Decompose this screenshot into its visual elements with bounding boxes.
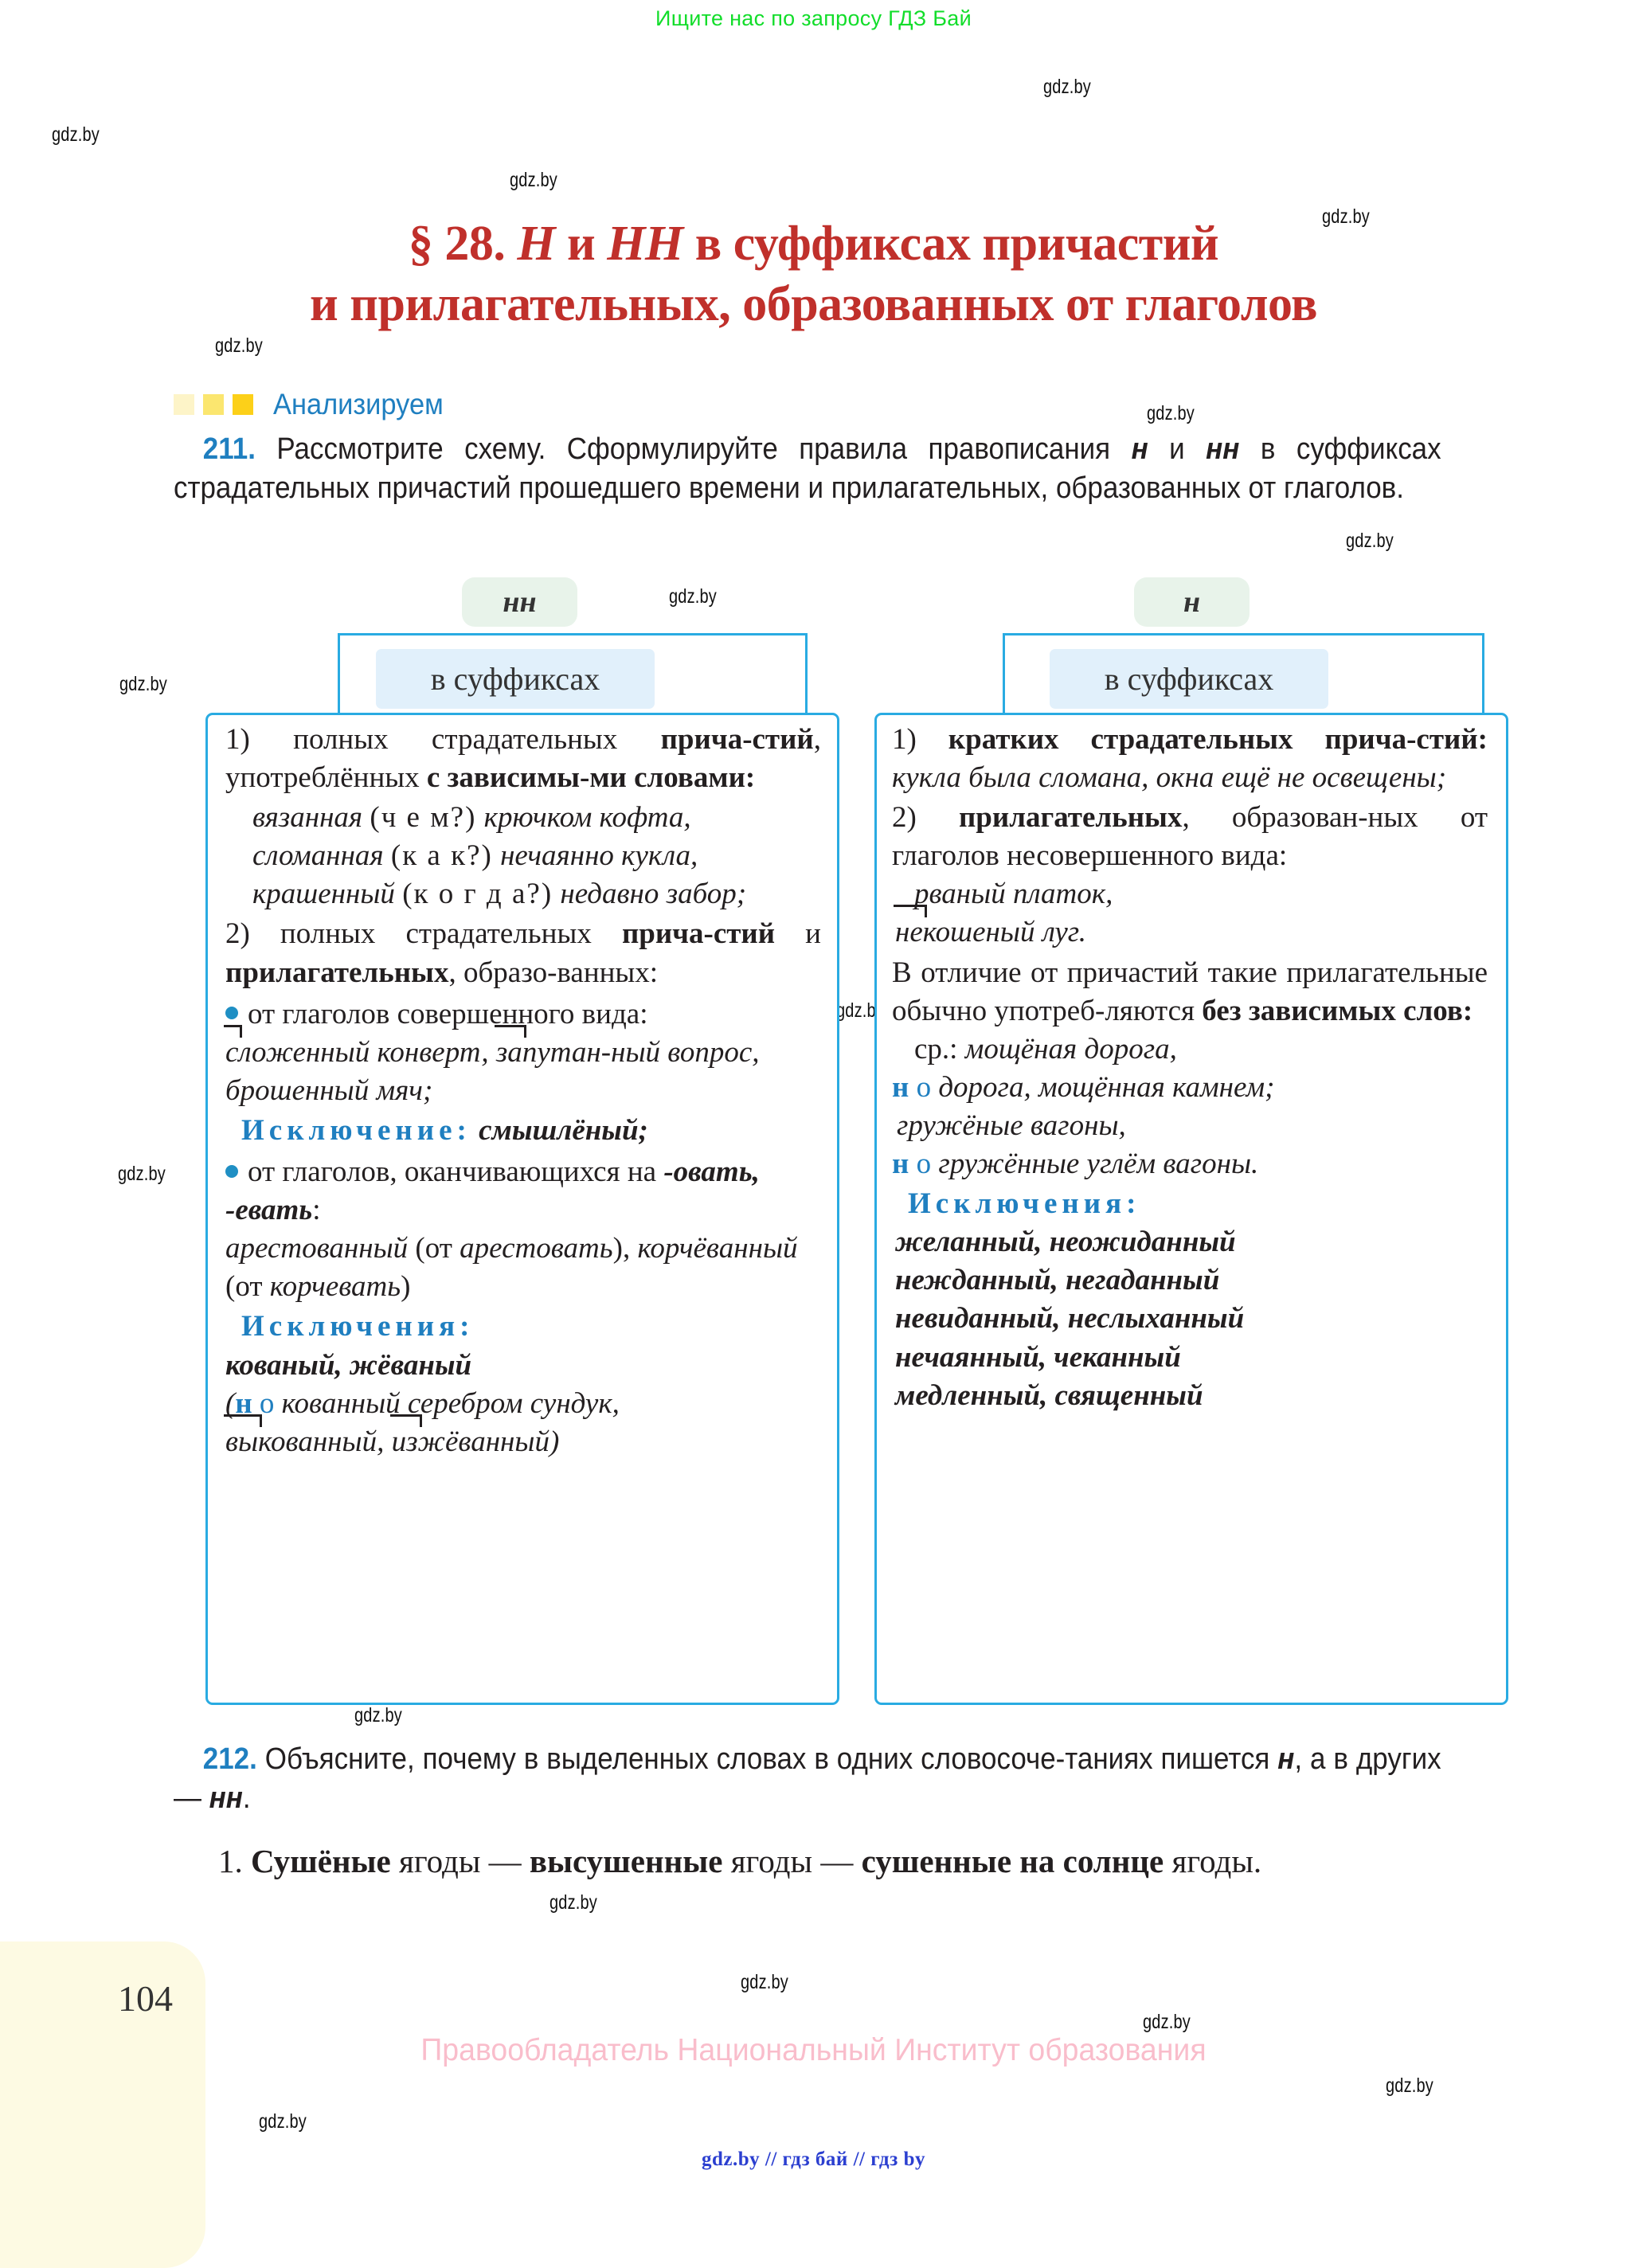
search-prompt-banner: Ищите нас по запросу ГДЗ Бай [655, 6, 972, 30]
n-exception-label: Исключения: [908, 1187, 1141, 1221]
n-item-2: 2) прилагательных, образован-ных от глаг… [892, 801, 1488, 873]
prefix-marker-za: за [494, 1024, 526, 1072]
scheme-right-suffix-label: в суффиксах [1050, 649, 1328, 709]
nn-exception-1: Исключение: смышлёный; [241, 1113, 648, 1147]
n-example-1: рваный платок, [914, 878, 1113, 911]
scheme-right-arm-left [1003, 633, 1005, 719]
n-note: В отличие от причастий такие прилагатель… [892, 956, 1488, 1027]
watermark-21: gdz.by [1143, 2011, 1191, 2033]
watermark-0: gdz.by [1043, 76, 1091, 98]
rule-panel-n-content: 1) кратких страдательных прича-стий: кук… [892, 721, 1488, 1415]
scheme-right-arm-right [1482, 633, 1484, 719]
nn-exception-2-words: кованый, жёваный [225, 1348, 472, 1382]
nn-bullet-1: от глаголов совершенного вида: [225, 995, 821, 1034]
scheme-left-connector-h [338, 633, 808, 635]
nn-exception-2-note: (н о кованный серебром сундук, [225, 1386, 620, 1420]
rubric-label: Анализируем [273, 388, 444, 420]
rule-panel-n [874, 713, 1508, 1705]
n-exception-line-1: желанный, неожиданный [895, 1226, 1236, 1259]
nn-item-1: 1) полных страдательных прича-стий, упот… [225, 723, 821, 795]
exercise-211-number: 211. [202, 432, 256, 466]
watermark-4: gdz.by [215, 334, 263, 357]
title-n: Н [517, 217, 556, 271]
n-compare-4: н о гружённые углём вагоны. [892, 1148, 1259, 1181]
rubric-square-2-icon [203, 394, 224, 415]
page-title-line2: и прилагательных, образованных от глагол… [310, 277, 1317, 331]
prefix-marker-vy: вы [223, 1414, 263, 1461]
n-exception-line-2: нежданный, негаданный [895, 1264, 1220, 1297]
nn-item-2: 2) полных страдательных прича-стий и при… [225, 917, 821, 989]
watermark-8: gdz.by [119, 673, 167, 695]
n-exception-line-4: нечаянный, чеканный [895, 1340, 1181, 1374]
rule-panel-nn-content: 1) полных страдательных прича-стий, упот… [223, 721, 821, 1461]
n-example-2: некошеный луг. [892, 905, 1488, 952]
rubric-square-1-icon [174, 394, 194, 415]
scheme-right-connector-h [1003, 633, 1484, 635]
rubric-square-3-icon [233, 394, 253, 415]
nn-bullet-2-examples: арестованный (от арестовать), корчёванны… [225, 1232, 798, 1304]
n-compare-1: ср.: мощёная дорога, [914, 1032, 1177, 1066]
scheme-left-arm-right [805, 633, 808, 719]
scheme-tag-nn: нн [462, 577, 577, 627]
n-compare-2: н о дорога, мощённая камнем; [892, 1070, 1275, 1104]
nn-bullet-2: от глаголов, оканчивающихся на -овать, -… [225, 1156, 760, 1227]
scheme-left-suffix-label: в суффиксах [376, 649, 655, 709]
watermark-7: gdz.by [669, 585, 717, 608]
prefix-marker-iz: из [389, 1414, 422, 1461]
watermark-1: gdz.by [52, 123, 100, 146]
rule-panel-nn [205, 713, 839, 1705]
exercise-212-text: 212. Объясните, почему в выделенных слов… [174, 1742, 1441, 1815]
watermark-19: gdz.by [550, 1891, 597, 1914]
footer-links: gdz.by // гдз бай // гдз by [702, 2149, 925, 2170]
exercise-212-number: 212. [202, 1742, 257, 1776]
title-nn: НН [607, 217, 683, 271]
n-exception-line-5: медленный, священный [895, 1378, 1203, 1412]
exercise-211-text: 211. Рассмотрите схему. Сформулируйте пр… [174, 432, 1441, 505]
page-title-line1: § 28. Н и НН в суффиксах причастий [408, 217, 1219, 271]
nn-exception-2-label: Исключения: [241, 1310, 475, 1343]
prefix-marker-ne: не [894, 905, 927, 952]
watermark-3: gdz.by [1322, 205, 1370, 228]
watermark-5: gdz.by [1147, 402, 1195, 424]
watermark-23: gdz.by [259, 2110, 307, 2133]
watermark-18: gdz.by [354, 1704, 402, 1726]
watermark-6: gdz.by [1346, 530, 1394, 552]
sentence-1: 1. Сушёные ягоды — высушенные ягоды — су… [218, 1843, 1262, 1879]
copyright-notice: Правообладатель Национальный Институт об… [420, 2033, 1207, 2067]
page-number-panel [0, 1941, 205, 2268]
nn-exception-2-note2: выкованный, изжёванный) [223, 1414, 821, 1461]
prefix-marker-s: с [223, 1024, 244, 1072]
watermark-22: gdz.by [1386, 2074, 1433, 2097]
n-exception-line-3: невиданный, неслыханный [895, 1302, 1245, 1335]
page-number: 104 [118, 1978, 173, 2019]
scheme-tag-n: н [1134, 577, 1250, 627]
nn-item-1-examples: вязанная (ч е м?) крючком кофта, сломанн… [252, 801, 747, 911]
watermark-12: gdz.by [118, 1163, 166, 1185]
scheme-left-arm-left [338, 633, 340, 719]
bullet-dot-icon [225, 1007, 238, 1020]
section-number: § 28. [408, 217, 518, 271]
watermark-2: gdz.by [510, 169, 557, 191]
n-compare-3: гружёные вагоны, [897, 1109, 1126, 1142]
watermark-20: gdz.by [741, 1971, 788, 1993]
bullet-dot-icon [225, 1164, 238, 1178]
nn-bullet-1-examples: сложенный конверт, запутан-ный вопрос, б… [223, 1024, 821, 1110]
n-item-1: 1) кратких страдательных прича-стий: кук… [892, 723, 1488, 795]
rubric-analyze: Анализируем [174, 388, 456, 421]
